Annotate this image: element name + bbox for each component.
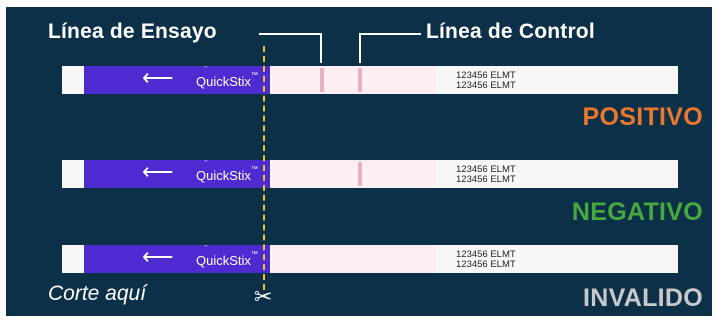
left-arrow-icon: ⟵ (142, 245, 174, 269)
strip-handle: QuickStix ⟵ QuickStix™ (84, 66, 270, 94)
strip-read-window (272, 66, 436, 94)
left-arrow-icon: ⟵ (142, 160, 174, 184)
control-line-mark (358, 68, 362, 92)
control-line-mark (358, 162, 362, 186)
test-line-leader-v (320, 33, 322, 63)
strip-ghost-brand: QuickStix (200, 160, 251, 162)
strip-handle: QuickStix ⟵ QuickStix™ (84, 160, 270, 188)
test-strip-positive: QuickStix ⟵ QuickStix™ 123456 ELMT123456… (62, 66, 678, 94)
result-invalid: INVALIDO (583, 284, 703, 312)
result-positive: POSITIVO (582, 103, 703, 131)
strip-brand: QuickStix™ (196, 251, 258, 268)
result-negative: NEGATIVO (571, 198, 703, 226)
left-arrow-icon: ⟵ (142, 66, 174, 90)
strip-brand: QuickStix™ (196, 72, 258, 89)
cut-here-label: Corte aquí (48, 282, 147, 305)
strip-ghost-brand: QuickStix (200, 245, 251, 247)
test-strip-invalid: QuickStix ⟵ QuickStix™ 123456 ELMT123456… (62, 245, 678, 273)
test-line-mark (320, 68, 324, 92)
cut-line (263, 46, 265, 290)
strip-read-window (272, 245, 436, 273)
strip-brand: QuickStix™ (196, 166, 258, 183)
test-line-leader-h (259, 33, 322, 35)
test-line-label: Línea de Ensayo (48, 20, 217, 43)
scissors-icon: ✂ (254, 284, 273, 309)
control-line-label: Línea de Control (426, 20, 595, 43)
strip-handle: QuickStix ⟵ QuickStix™ (84, 245, 270, 273)
strip-ghost-brand: QuickStix (200, 66, 251, 68)
strip-read-window (272, 160, 436, 188)
control-line-leader-v (359, 33, 361, 63)
control-line-leader-h (359, 33, 421, 35)
test-strip-negative: QuickStix ⟵ QuickStix™ 123456 ELMT123456… (62, 160, 678, 188)
